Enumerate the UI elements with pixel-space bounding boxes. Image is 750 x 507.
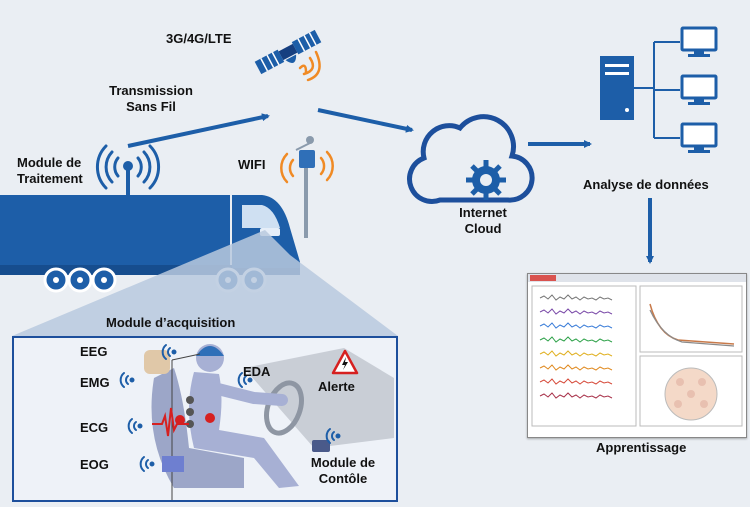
learning-app-screenshot bbox=[527, 273, 747, 438]
server-icon bbox=[600, 56, 634, 120]
antenna-icon bbox=[95, 144, 161, 196]
satellite-signal-icon bbox=[298, 50, 321, 82]
eda-label: EDA bbox=[243, 364, 271, 379]
cloud-gear-icon bbox=[407, 114, 535, 204]
acquisition-panel bbox=[12, 336, 398, 502]
eeg-software-thumbnail bbox=[528, 274, 746, 427]
acquisition-module-title: Module d’acquisition bbox=[106, 315, 236, 330]
alert-label: Alerte bbox=[318, 379, 355, 394]
emg-label: EMG bbox=[80, 375, 110, 390]
wifi-tower-icon bbox=[280, 136, 334, 238]
internet-cloud-label: Internet Cloud bbox=[459, 205, 507, 236]
warning-icon bbox=[331, 349, 359, 375]
arrow-to-cloud bbox=[317, 108, 414, 133]
satellite-icon bbox=[254, 29, 322, 75]
cellular-label: 3G/4G/LTE bbox=[166, 31, 232, 46]
ecg-label: ECG bbox=[80, 420, 109, 435]
monitor-icon bbox=[680, 26, 718, 153]
arrow-to-tower bbox=[127, 113, 270, 148]
learning-label: Apprentissage bbox=[596, 440, 687, 455]
eeg-label: EEG bbox=[80, 344, 108, 359]
transmission-label: Transmission Sans Fil bbox=[109, 83, 193, 114]
data-analysis-label: Analyse de données bbox=[583, 177, 709, 192]
eog-label: EOG bbox=[80, 457, 109, 472]
processing-module-label: Module de Traitement bbox=[17, 155, 83, 186]
network-links bbox=[634, 41, 680, 139]
wifi-label: WIFI bbox=[238, 157, 266, 172]
control-module-label: Module de Contôle bbox=[310, 455, 376, 486]
zoom-funnel bbox=[12, 230, 398, 336]
